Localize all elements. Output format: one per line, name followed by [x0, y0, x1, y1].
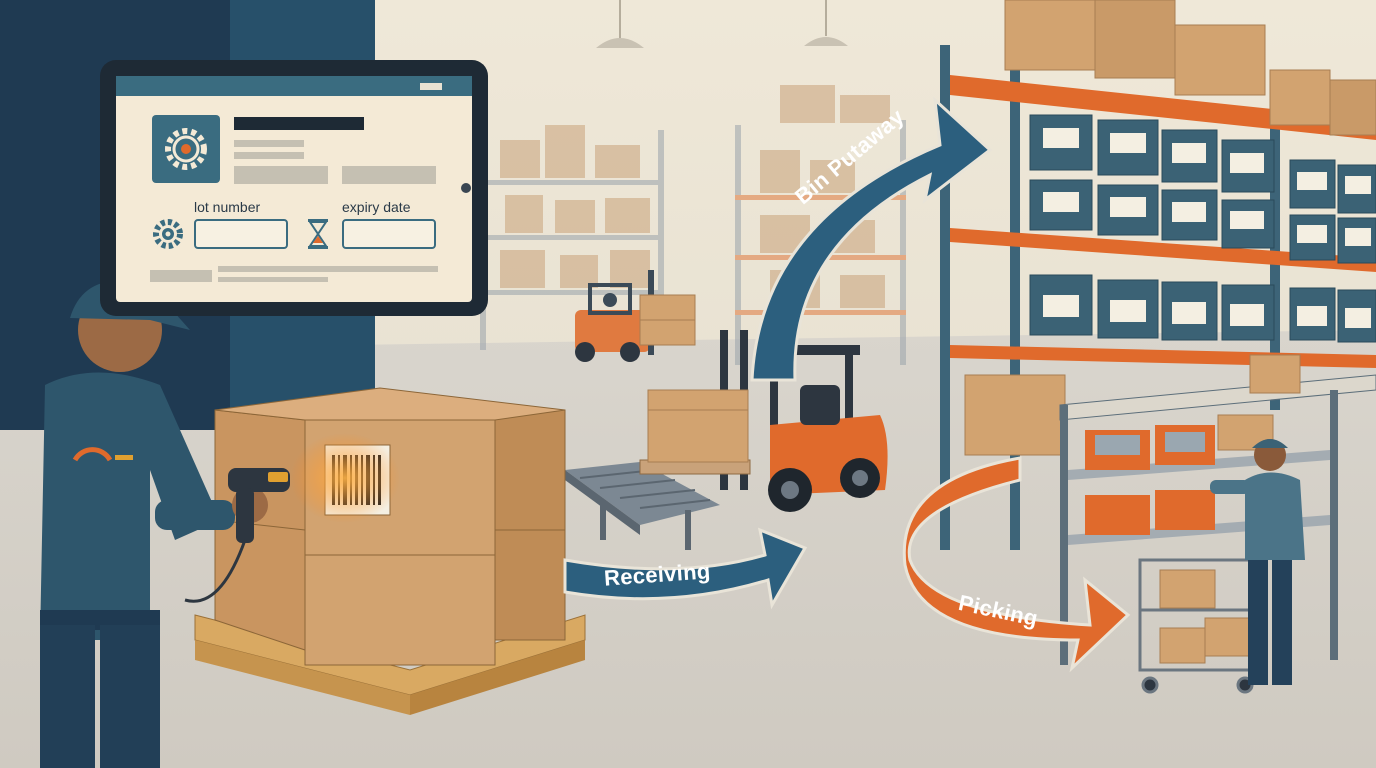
tablet-device	[100, 60, 488, 316]
background-racking	[480, 85, 906, 365]
barcode-scanner-icon	[228, 468, 290, 543]
scanning-worker	[40, 280, 290, 768]
flow-arrows	[563, 96, 1131, 673]
picking-arrow	[902, 456, 1131, 673]
expiry-date-label: expiry date	[342, 199, 411, 215]
ceiling-lamps	[596, 0, 848, 48]
hourglass-icon	[308, 219, 328, 249]
gear-icon-small	[153, 219, 183, 249]
expiry-date-field[interactable]	[342, 219, 436, 249]
receiving-arrow	[563, 527, 808, 610]
picker-worker	[1210, 439, 1305, 685]
background-forklift	[575, 270, 696, 362]
lot-number-field[interactable]	[194, 219, 288, 249]
conveyor	[565, 462, 720, 550]
main-forklift	[639, 330, 888, 512]
storage-racking	[940, 0, 1376, 550]
putaway-arrow	[750, 96, 993, 382]
lot-number-label: lot number	[194, 199, 261, 215]
pallet-with-boxes	[194, 387, 586, 715]
gear-icon	[165, 128, 207, 170]
